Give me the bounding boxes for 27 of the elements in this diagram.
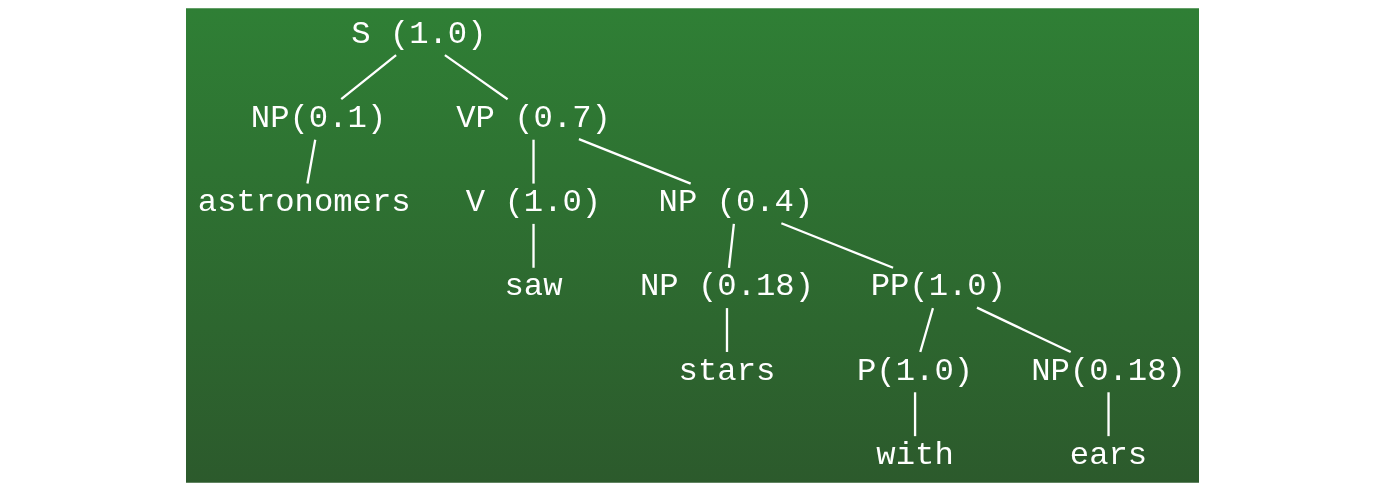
connector [340, 54, 397, 101]
connector [727, 223, 735, 268]
node-text: S (1.0) [350, 15, 487, 53]
connector [531, 223, 535, 268]
node-text: ears [1069, 436, 1147, 474]
node-text: NP (0.18) [639, 268, 814, 306]
node-text: PP(1.0) [870, 268, 1006, 306]
node-text: NP(0.18) [1030, 352, 1186, 390]
connector [1106, 392, 1110, 437]
node-text: saw [504, 268, 563, 306]
node-text: with [875, 436, 954, 474]
connector [780, 222, 894, 269]
node-text: V (1.0) [465, 184, 601, 222]
node-text: P(1.0) [856, 352, 973, 390]
connector [531, 139, 535, 184]
connector [913, 392, 916, 437]
connector [918, 307, 934, 353]
connector [443, 54, 508, 101]
connector [578, 138, 691, 185]
node-text: VP (0.7) [455, 100, 611, 138]
node-text: NP(0.1) [250, 100, 386, 138]
node-text: NP (0.4) [658, 184, 813, 222]
node-text: astronomers [197, 184, 411, 222]
connector [725, 308, 728, 352]
connector [305, 139, 316, 184]
connector [976, 306, 1071, 354]
node-text: stars [678, 352, 775, 390]
